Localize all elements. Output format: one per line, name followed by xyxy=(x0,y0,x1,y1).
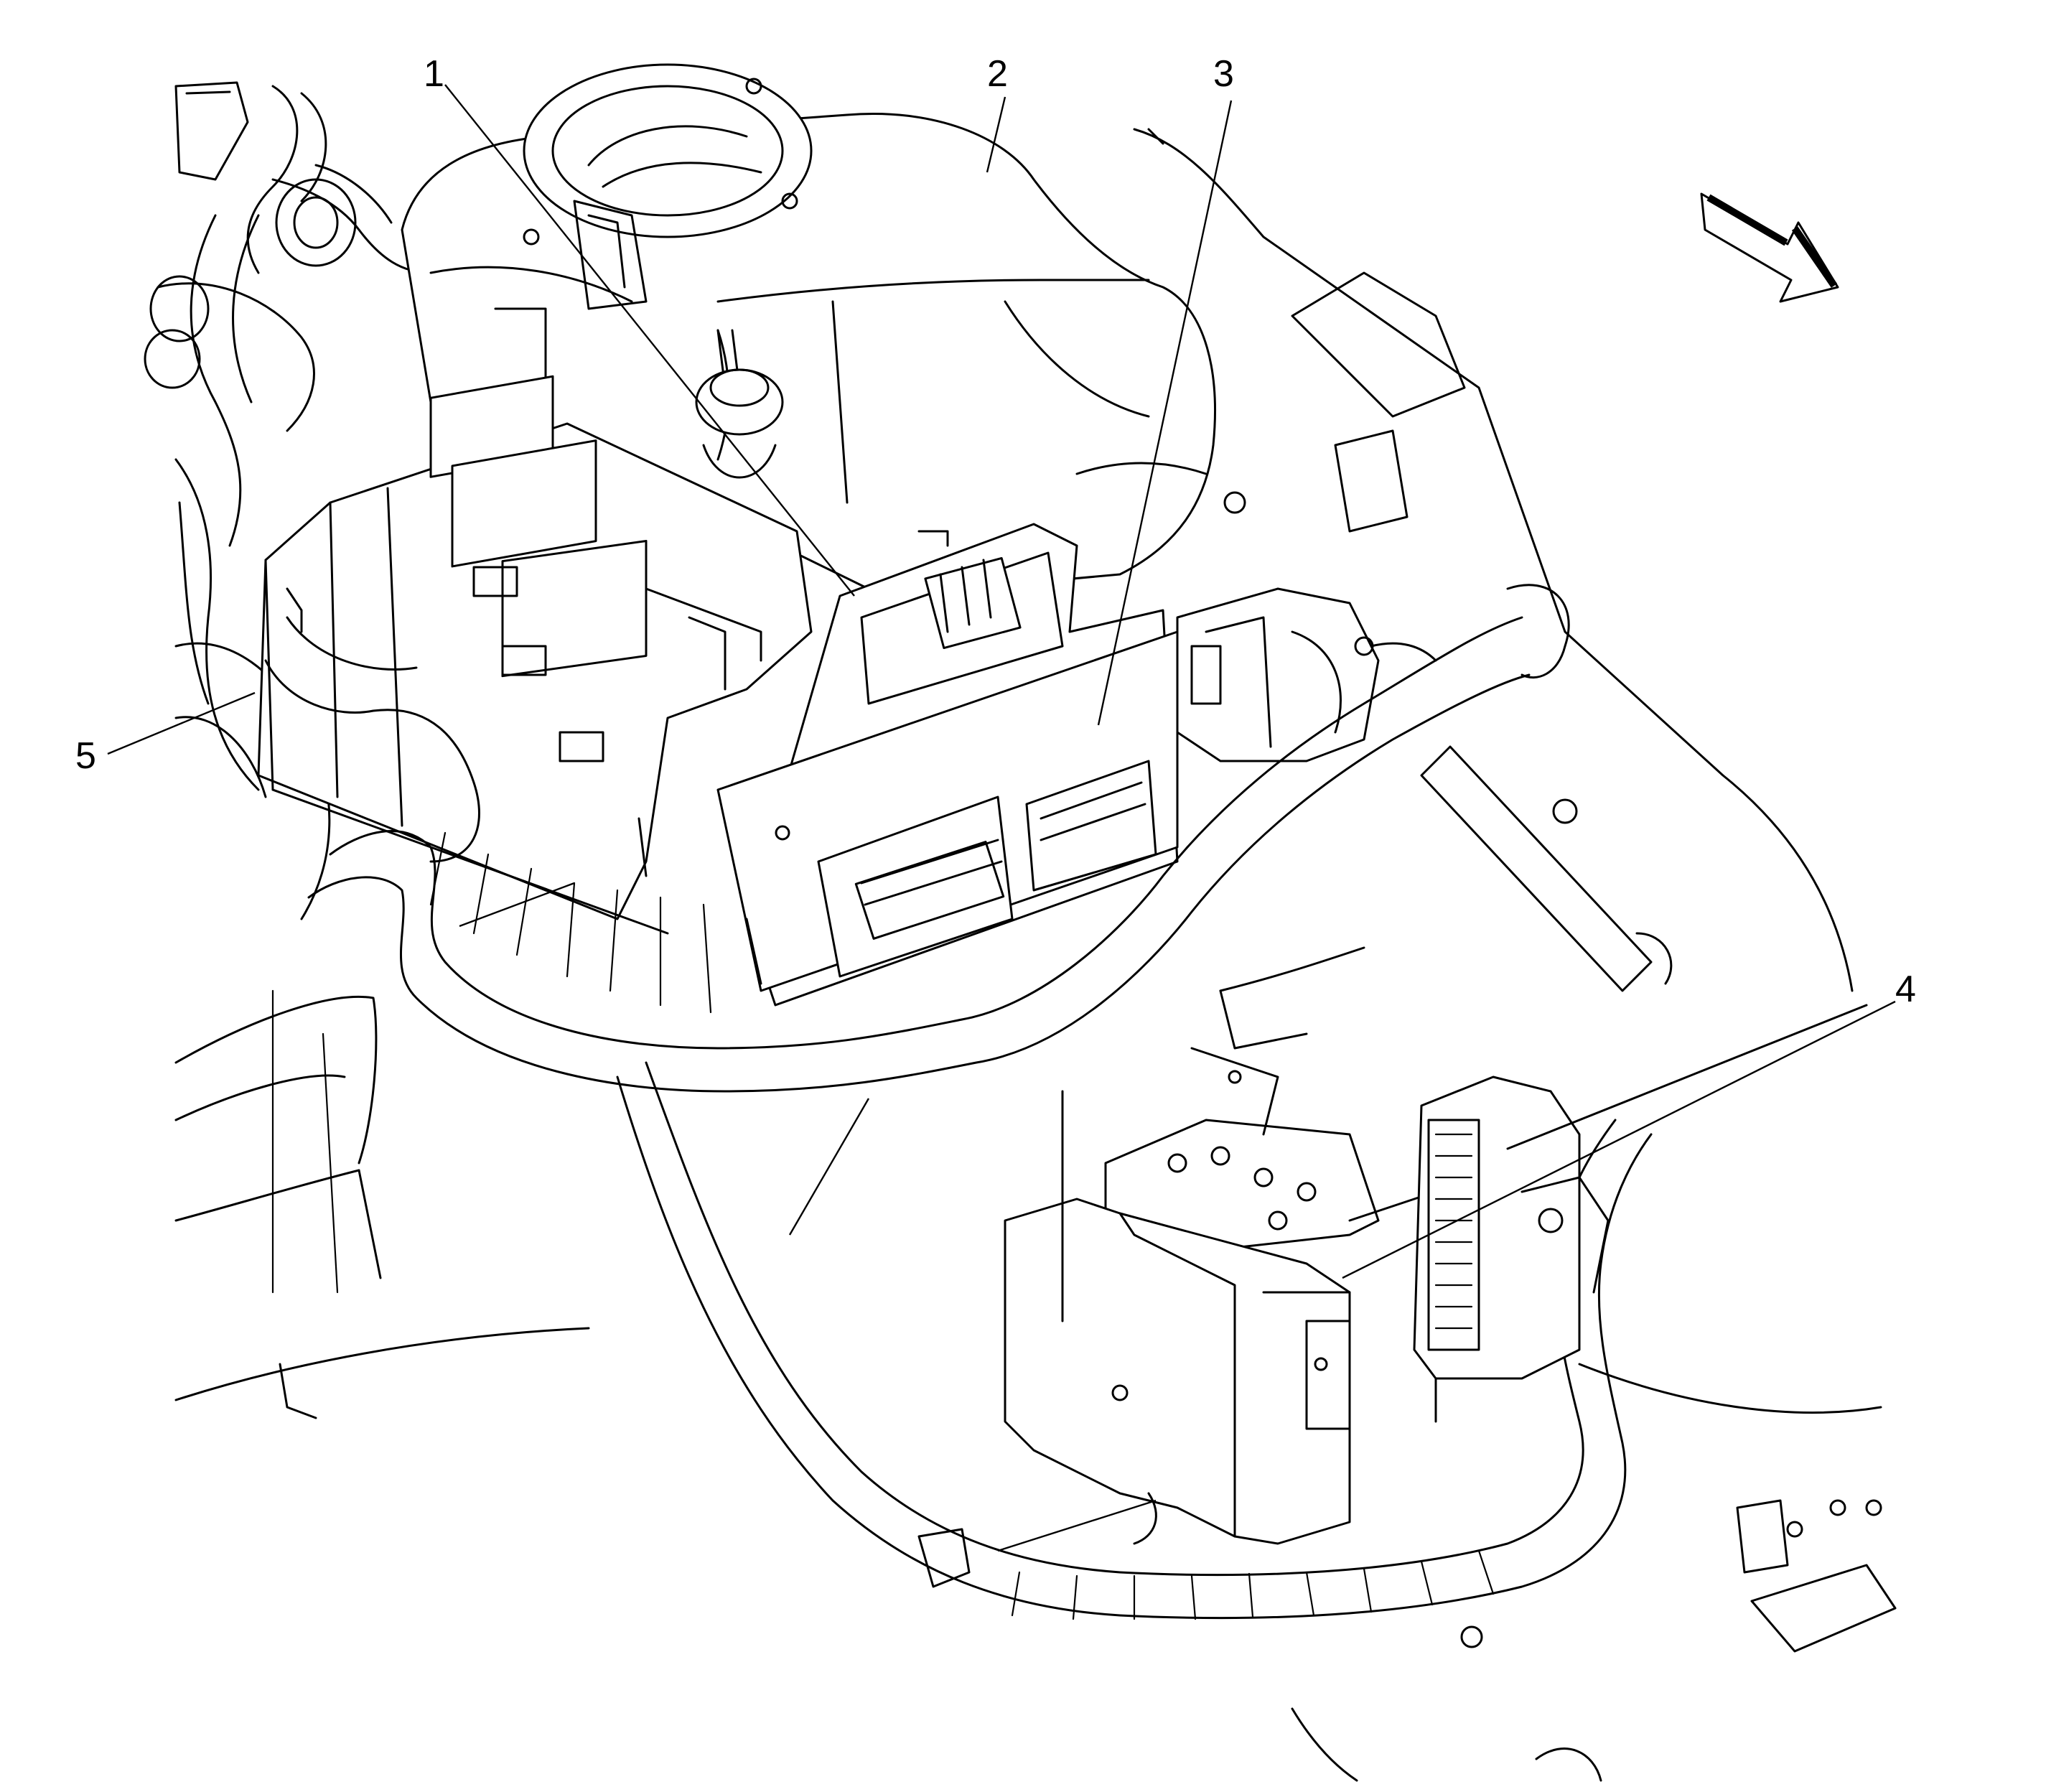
leader-ebcm-bolt xyxy=(997,1499,1157,1552)
leader-ecm-bolt xyxy=(459,882,575,928)
brake-control-module xyxy=(1004,1119,1437,1545)
leader-2 xyxy=(986,96,1006,173)
callout-3: 3 xyxy=(1213,53,1234,95)
callout-5: 5 xyxy=(75,735,96,777)
leader-3 xyxy=(1097,100,1233,726)
callout-1: 1 xyxy=(424,53,444,95)
ebcm-connector xyxy=(1413,1075,1610,1380)
forward-arrow-icon xyxy=(1700,192,1839,303)
callout-2: 2 xyxy=(987,53,1008,95)
leader-sensor xyxy=(788,1098,870,1236)
leader-1 xyxy=(444,84,855,597)
ecm-harness-connector xyxy=(1176,587,1437,762)
callout-4: 4 xyxy=(1895,969,1916,1010)
underhood-fuse-block xyxy=(257,375,813,935)
callout-leaders xyxy=(107,84,1896,1552)
body-panel-right xyxy=(1061,128,1897,1782)
floor-panel-lines xyxy=(174,989,590,1419)
air-cleaner-housing xyxy=(401,63,1216,597)
callout-labels: 1 2 3 4 5 xyxy=(75,53,1916,1010)
leader-5 xyxy=(107,691,256,755)
vacuum-actuator xyxy=(695,329,784,479)
leader-4 xyxy=(1342,1000,1896,1279)
engine-control-module xyxy=(716,523,1179,1007)
left-harness-and-hoses xyxy=(144,81,432,920)
